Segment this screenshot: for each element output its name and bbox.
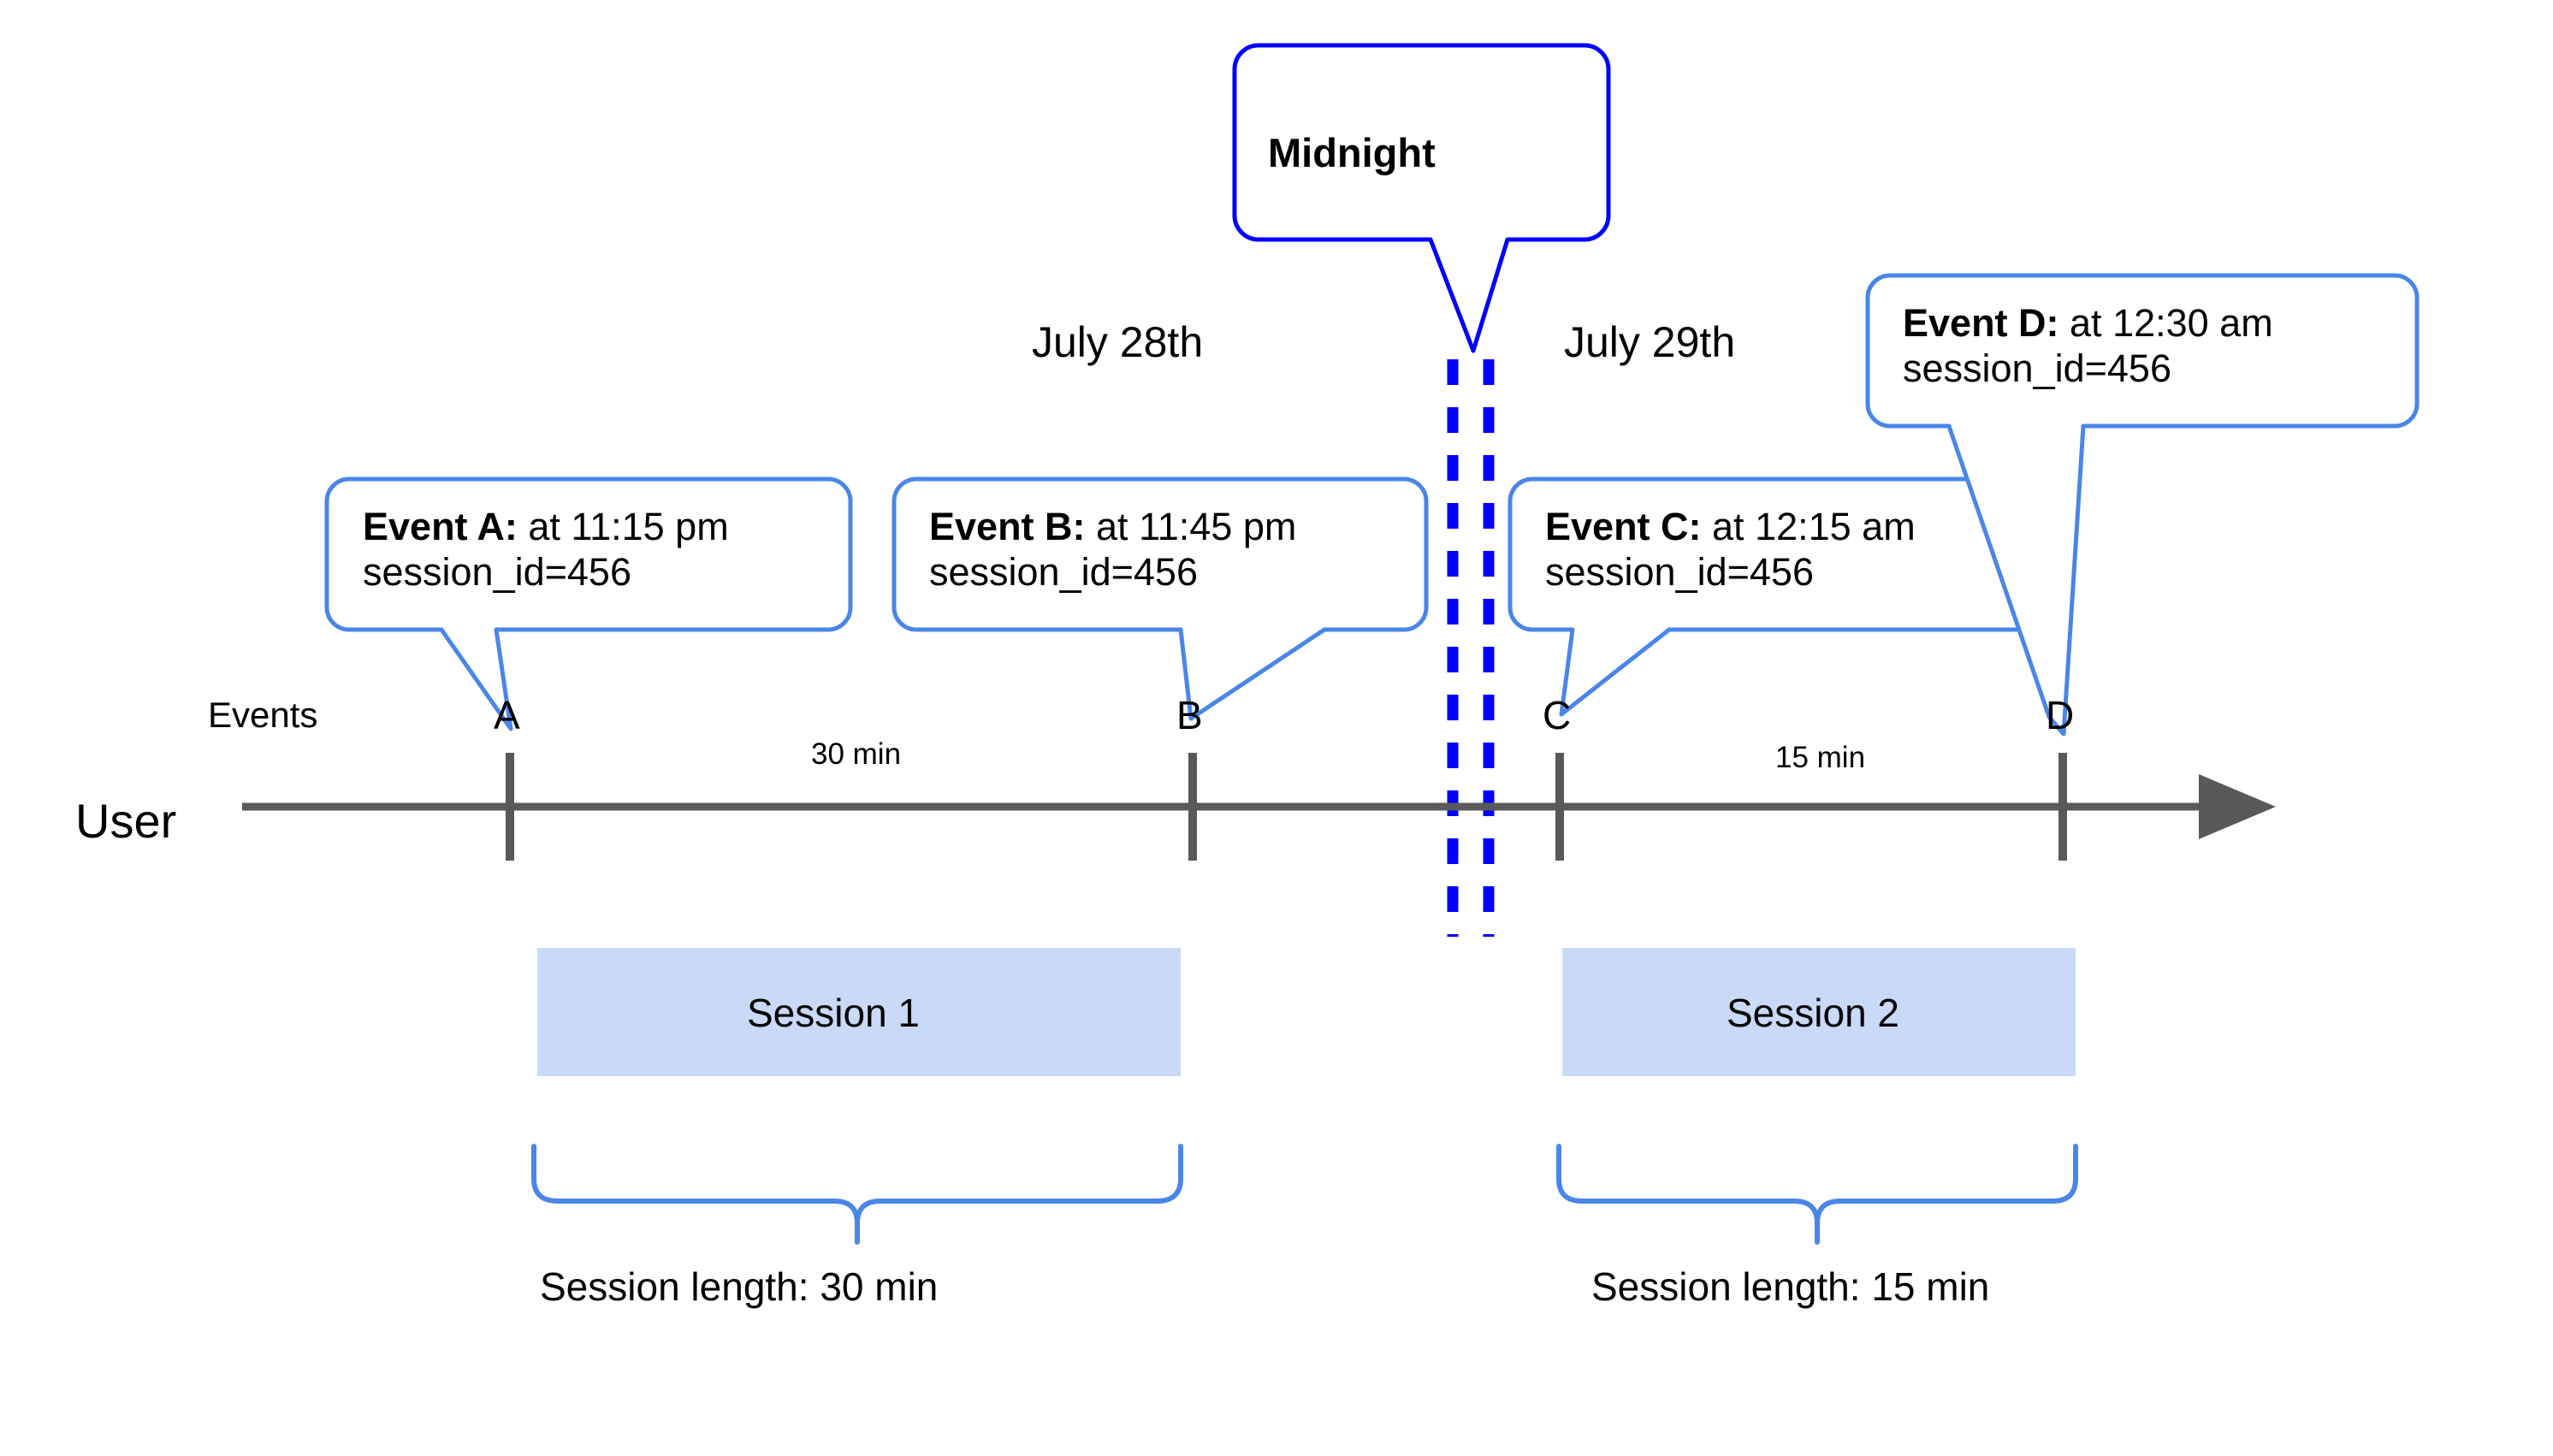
callout-event-a-name: Event A: (363, 505, 518, 548)
date-label-right: July 29th (1564, 318, 1736, 366)
callout-event-b-shape (891, 476, 1429, 721)
midnight-divider (1447, 359, 1495, 937)
session-bar-1[interactable] (537, 948, 1181, 1076)
session-bar-1-label: Session 1 (747, 991, 921, 1035)
lane-label-user: User (75, 794, 177, 848)
timeline-axis (242, 753, 2276, 861)
event-marker-a: A (494, 693, 520, 737)
timeline-axis-arrowhead (2199, 774, 2276, 839)
session-brace-2 (1556, 1144, 2078, 1245)
callout-event-a-session-id: session_id=456 (363, 550, 631, 595)
callout-event-d-text: Event D: at 12:30 am session_id=456 (1903, 300, 2273, 391)
callout-event-c-name: Event C: (1545, 505, 1702, 548)
callout-event-d-shape (1865, 273, 2420, 737)
tick-mark-b (1188, 753, 1197, 861)
midnight-callout[interactable] (1232, 43, 1611, 353)
callout-event-d-session-id: session_id=456 (1903, 346, 2171, 391)
session-brace-1 (531, 1144, 1183, 1245)
session-bar-2-label: Session 2 (1727, 991, 1900, 1035)
callout-event-a-text: Event A: at 11:15 pm session_id=456 (363, 504, 729, 595)
event-marker-b: B (1176, 693, 1203, 737)
session-length-label-2: Session length: 15 min (1591, 1264, 1990, 1309)
callout-event-c-text: Event C: at 12:15 am session_id=456 (1545, 504, 1916, 595)
duration-label-cd: 15 min (1775, 741, 1866, 774)
callout-event-a-time: at 11:15 pm (517, 505, 729, 548)
callout-event-a-shape (324, 476, 853, 731)
callout-event-a[interactable] (324, 476, 853, 731)
session-length-label-1: Session length: 30 min (540, 1264, 939, 1309)
callout-event-c-time: at 12:15 am (1701, 505, 1916, 548)
midnight-callout-label: Midnight (1268, 130, 1436, 175)
tick-mark-a (506, 753, 514, 861)
lane-label-events: Events (208, 695, 318, 735)
callout-event-b-text: Event B: at 11:45 pm session_id=456 (929, 504, 1296, 595)
callout-event-b-name: Event B: (929, 505, 1086, 548)
event-marker-c: C (1543, 693, 1572, 737)
tick-mark-d (2058, 753, 2067, 861)
duration-label-ab: 30 min (811, 737, 902, 771)
midnight-callout-shape (1232, 43, 1611, 353)
date-label-left: July 28th (1032, 318, 1204, 366)
callout-event-d-time: at 12:30 am (2058, 301, 2273, 345)
event-marker-d: D (2046, 693, 2075, 737)
callout-event-b-time: at 11:45 pm (1085, 505, 1297, 548)
callout-event-b[interactable] (891, 476, 1429, 721)
session-bar-2[interactable] (1562, 948, 2076, 1076)
callout-event-c-session-id: session_id=456 (1545, 550, 1814, 595)
tick-mark-c (1555, 753, 1564, 861)
callout-event-b-session-id: session_id=456 (929, 550, 1198, 595)
callout-event-d-name: Event D: (1903, 301, 2059, 345)
callout-event-d[interactable] (1865, 273, 2420, 737)
